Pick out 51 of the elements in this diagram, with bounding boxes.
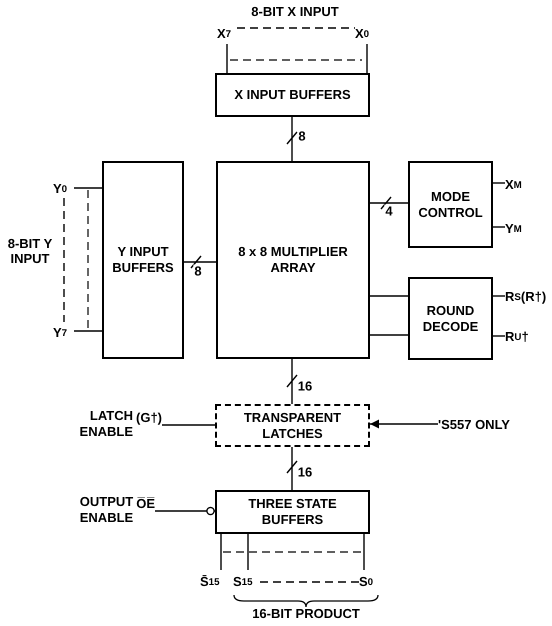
connector-line [260,581,359,583]
signal-label: (G†) [136,409,162,426]
bus-width-label: 4 [384,204,394,218]
connector-line [370,334,408,336]
caption-label: 8-BIT X INPUT [250,4,340,19]
connector-line [493,182,505,184]
block-label: MODE CONTROL [417,188,484,220]
connector-line [155,506,215,516]
block-label: ROUND DECODE [422,302,480,334]
connector-line [74,187,102,189]
caption-label: 8-BIT Y INPUT [6,236,54,266]
connector-line [493,295,505,297]
connector-line [247,534,249,570]
block-box [216,161,370,359]
block-box [102,161,184,359]
optional-block-box [215,404,370,447]
signal-label: 'S557 ONLY [438,415,532,433]
block-label: TRANSPARENT LATCHES [242,410,342,442]
connector-line [74,330,102,332]
connector-line [220,534,222,570]
caption-label: 16-BIT PRODUCT [251,606,361,621]
connector-line [63,198,65,322]
connector-line [184,261,216,263]
signal-label: OUTPUT ENABLE [78,494,134,526]
connector-line [370,202,408,204]
signal-label: O̅E̅ [136,495,155,512]
block-box [408,277,493,360]
arrow [370,420,438,428]
connector-line [366,44,368,73]
connector-line [226,44,228,73]
bus-width-label: 16 [296,380,314,392]
signal-label: LATCH ENABLE [78,408,133,440]
connector-line [291,117,293,161]
block-box [408,161,493,248]
connector-line [291,447,293,490]
connector-line [493,335,505,337]
connector-line [363,534,365,570]
block-label: THREE STATE BUFFERS [247,496,338,528]
connector-line [162,424,215,426]
block-label: X INPUT BUFFERS [234,87,351,103]
block-box [215,490,370,534]
connector-line [291,359,293,404]
bus-width-label: 8 [297,130,307,142]
connector-line [370,295,408,297]
connector-line [493,226,505,228]
bus-width-label: 8 [193,264,203,278]
bus-width-label: 16 [296,466,314,478]
block-label: Y INPUT BUFFERS [111,244,175,276]
connector-line [237,27,355,29]
block-label: 8 x 8 MULTIPLIER ARRAY [237,244,349,276]
block-box [215,73,370,117]
